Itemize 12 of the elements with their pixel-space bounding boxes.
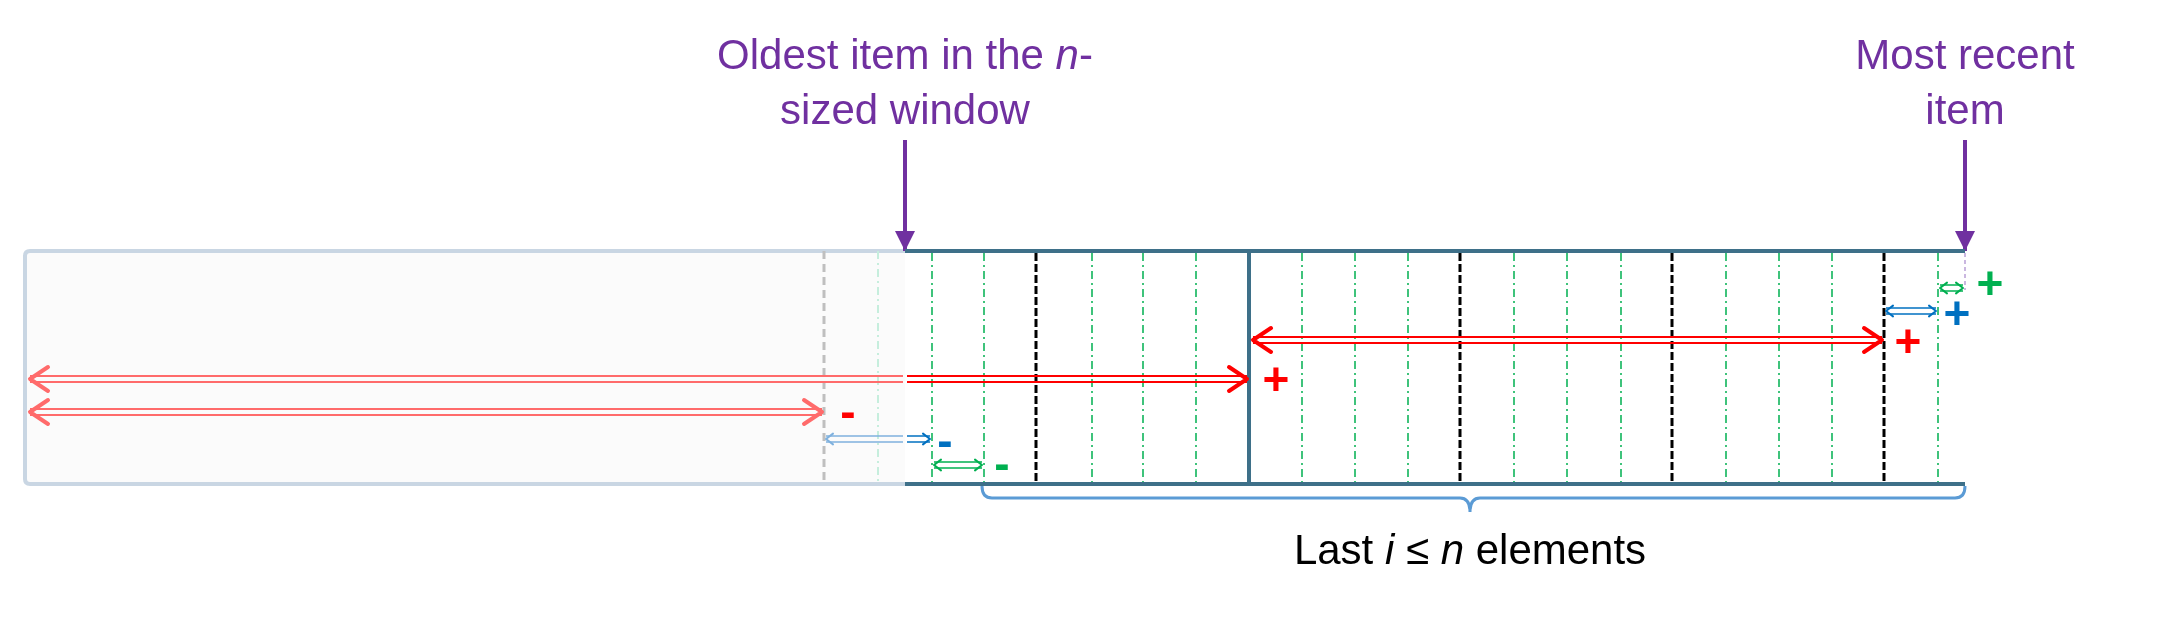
callout-label: Most recent item [1835,28,2095,138]
sign-label: + [1262,356,1290,402]
sign-label: - [994,440,1010,486]
leader-arrow [895,140,915,251]
sign-label: + [1894,318,1922,364]
sign-label: + [1976,260,2004,306]
sign-label: - [937,417,953,463]
callout-label: Oldest item in the n-sized window [685,28,1125,138]
brace-label: Last i ≤ n elements [1293,525,1647,575]
sign-label: + [1943,290,1971,336]
leader-arrow [1955,140,1975,251]
sign-label: - [840,388,856,434]
